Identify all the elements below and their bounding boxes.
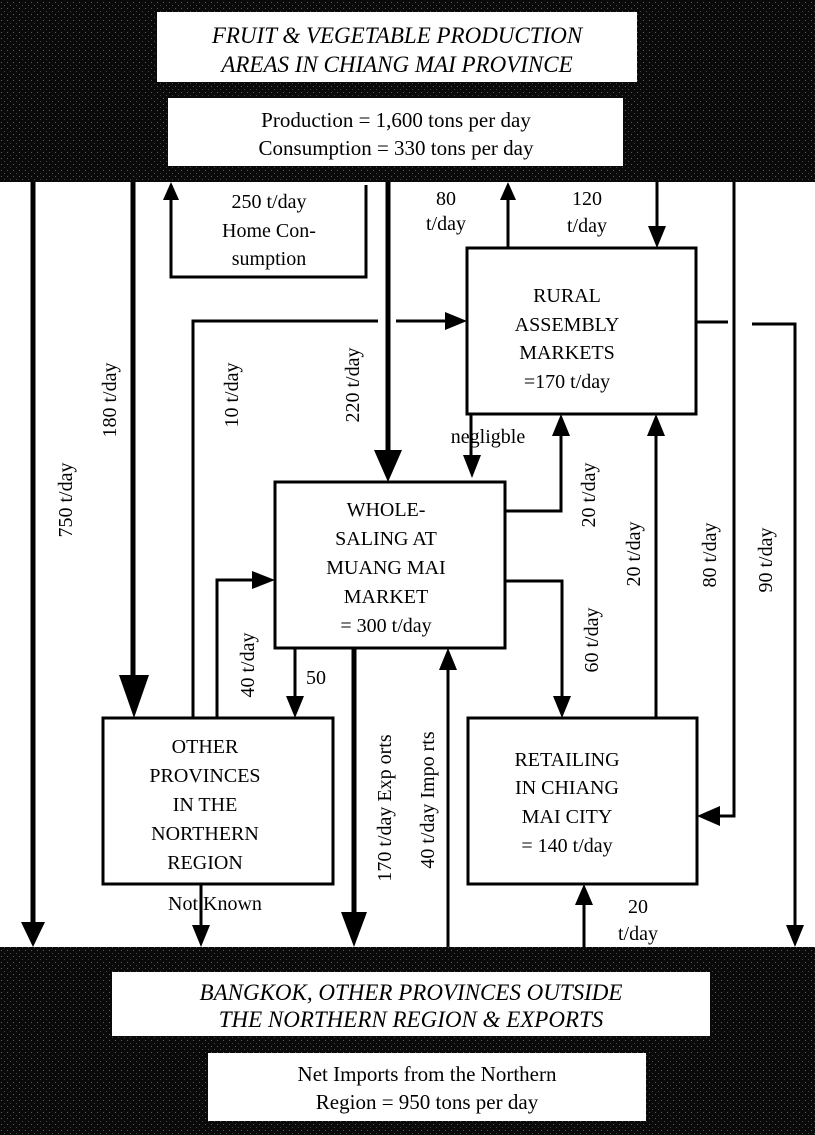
top-band-title-line-2: AREAS IN CHIANG MAI PROVINCE	[219, 52, 572, 77]
flow-line-rural-to-bangkok-b	[752, 322, 797, 925]
label-prod-to-retail: 80 t/day	[699, 523, 721, 588]
arrow-right-icon	[252, 571, 275, 589]
label-bangkok-to-retail-line-1: 20	[628, 896, 648, 918]
arrow-down-icon	[21, 922, 45, 947]
arrow-down-icon	[374, 450, 402, 482]
flow-line-other-to-rural-a	[191, 319, 378, 718]
label-wholesale-exports: 170 t/day Exp orts	[374, 734, 396, 881]
arrow-up-icon	[439, 648, 457, 670]
arrow-down-icon	[192, 925, 210, 947]
label-prod-to-rural-line-2: t/day	[567, 215, 607, 237]
rural-line-2: ASSEMBLY	[515, 314, 620, 336]
label-rural-to-wholesale: negligble	[451, 426, 526, 448]
other-line-4: NORTHERN	[151, 823, 259, 845]
arrow-down-icon	[786, 925, 804, 947]
other-provinces-box	[101, 716, 335, 886]
label-prod-to-wholesale: 220 t/day	[342, 348, 364, 423]
top-band-production-areas: FRUIT & VEGETABLE PRODUCTION AREAS IN CH…	[0, 0, 815, 182]
arrow-up-icon	[575, 884, 593, 905]
wholesale-line-5: = 300 t/day	[340, 615, 431, 637]
arrow-up-icon	[163, 182, 179, 200]
label-other-to-rural: 10 t/day	[221, 363, 243, 428]
home-consumption-line-1: 250 t/day	[232, 191, 307, 213]
retail-line-3: MAI CITY	[522, 806, 613, 828]
label-wholesale-to-other: 50	[306, 667, 326, 689]
net-imports-stat-line-2: Region = 950 tons per day	[316, 1090, 539, 1114]
other-line-2: PROVINCES	[149, 765, 260, 787]
rural-line-3: MARKETS	[519, 342, 615, 364]
label-retail-to-rural: 20 t/day	[623, 522, 645, 587]
retail-line-4: = 140 t/day	[521, 835, 612, 857]
top-band-title-line-1: FRUIT & VEGETABLE PRODUCTION	[211, 23, 584, 48]
bottom-band-title-line-1: BANGKOK, OTHER PROVINCES OUTSIDE	[200, 980, 623, 1005]
retail-line-2: IN CHIANG	[515, 777, 619, 799]
wholesale-line-4: MARKET	[344, 586, 428, 608]
label-bangkok-imports: 40 t/day Impo rts	[417, 731, 439, 868]
label-other-to-wholesale: 40 t/day	[237, 633, 259, 698]
rural-assembly-box	[465, 246, 698, 416]
home-consumption-line-3: sumption	[232, 248, 306, 270]
rural-line-4: =170 t/day	[524, 371, 610, 393]
bottom-band-title-box	[112, 972, 710, 1036]
flow-line-wholesale-to-rural	[505, 436, 563, 513]
bottom-band-title-line-2: THE NORTHERN REGION & EXPORTS	[219, 1007, 604, 1032]
consumption-stat: Consumption = 330 tons per day	[259, 136, 534, 160]
arrow-right-icon	[445, 312, 467, 330]
label-rural-to-prod-line-2: t/day	[426, 213, 466, 235]
flow-labels: 750 t/day 180 t/day 10 t/day 220 t/day 8…	[55, 188, 777, 945]
label-bangkok-to-retail-line-2: t/day	[618, 923, 658, 945]
arrowheads	[21, 182, 804, 947]
label-rural-to-prod-line-1: 80	[436, 188, 456, 210]
arrow-left-icon	[697, 806, 720, 826]
top-band-stats-box	[168, 98, 623, 166]
other-line-1: OTHER	[172, 736, 239, 758]
net-imports-stat-line-1: Net Imports from the Northern	[298, 1062, 557, 1086]
top-band-title-box	[157, 12, 637, 82]
production-stat: Production = 1,600 tons per day	[261, 108, 531, 132]
label-rural-to-bangkok: 90 t/day	[755, 528, 777, 593]
label-prod-to-other: 180 t/day	[99, 363, 121, 438]
wholesale-line-1: WHOLE-	[347, 499, 426, 521]
wholesale-line-2: SALING AT	[335, 528, 437, 550]
label-prod-to-rural-line-1: 120	[572, 188, 602, 210]
arrow-down-icon	[286, 696, 304, 718]
label-wholesale-to-rural: 20 t/day	[578, 463, 600, 528]
wholesale-line-3: MUANG MAI	[326, 557, 445, 579]
retailing-box	[466, 716, 699, 886]
retail-line-1: RETAILING	[514, 749, 619, 771]
node-rural-assembly-markets: RURAL ASSEMBLY MARKETS =170 t/day	[465, 246, 698, 416]
arrow-up-icon	[500, 182, 516, 200]
label-other-to-bangkok: Not Known	[168, 893, 262, 915]
node-retailing-chiang-mai: RETAILING IN CHIANG MAI CITY = 140 t/day	[466, 716, 699, 886]
arrow-down-icon	[119, 675, 149, 718]
bottom-band-bangkok-exports: BANGKOK, OTHER PROVINCES OUTSIDE THE NOR…	[0, 947, 815, 1135]
arrow-up-icon	[552, 414, 570, 436]
flow-line-wholesale-to-retail	[505, 579, 564, 700]
arrow-down-icon	[341, 912, 367, 947]
bottom-band-stats-box	[208, 1053, 646, 1121]
arrow-up-icon	[647, 414, 665, 436]
other-line-5: REGION	[167, 852, 243, 874]
node-other-northern-provinces: OTHER PROVINCES IN THE NORTHERN REGION	[101, 716, 335, 886]
rural-line-1: RURAL	[533, 285, 601, 307]
wholesale-box	[273, 480, 507, 650]
home-consumption-line-2: Home Con-	[222, 220, 316, 242]
flow-lines	[30, 182, 797, 947]
node-wholesale-muang-mai: WHOLE- SALING AT MUANG MAI MARKET = 300 …	[273, 480, 507, 650]
other-line-3: IN THE	[173, 794, 238, 816]
arrow-down-icon	[648, 226, 666, 248]
label-prod-to-bangkok: 750 t/day	[55, 463, 77, 538]
node-home-consumption: 250 t/day Home Con- sumption	[169, 185, 368, 279]
arrow-down-icon	[553, 696, 571, 718]
arrow-down-icon	[463, 455, 481, 478]
home-consumption-box	[169, 185, 368, 279]
flow-line-prod-to-retail	[720, 182, 736, 818]
flow-line-other-to-wholesale	[215, 578, 255, 718]
label-wholesale-to-retail: 60 t/day	[581, 608, 603, 673]
